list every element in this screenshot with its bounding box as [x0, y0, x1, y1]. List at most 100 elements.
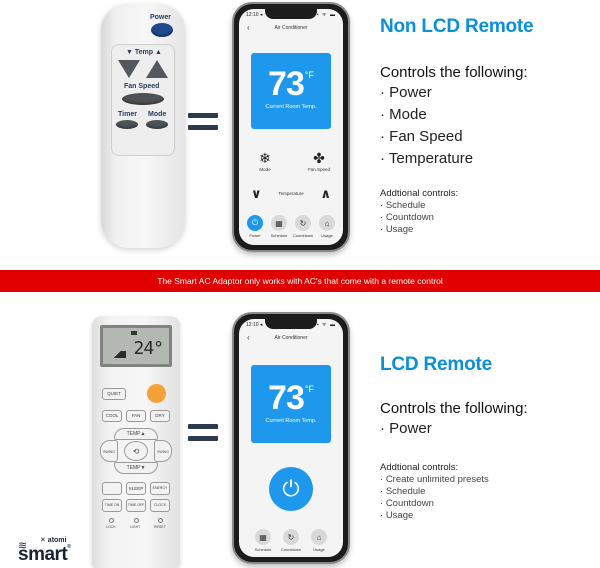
power-button[interactable]: ⏻ [269, 467, 313, 511]
remote-power-button [151, 23, 173, 37]
remote-temp-down-button [118, 60, 140, 78]
tab-countdown[interactable]: ↻ Countdown [280, 529, 302, 552]
home-icon: ⌂ [311, 529, 327, 545]
tab-label: Usage [313, 547, 325, 552]
remote-mode-button [146, 120, 168, 129]
tab-label: Schedule [270, 233, 288, 238]
remote-light-button [134, 518, 139, 523]
remote-timer-button [116, 120, 138, 129]
tab-label: Countdown [292, 233, 314, 238]
temperature-unit: °F [304, 70, 314, 80]
remote-energy-button: ENERGY [150, 482, 170, 495]
fan-icon: ✤ [313, 150, 325, 166]
non-lcd-additional-title: Addtional controls: [380, 188, 459, 199]
remote-dry-button: DRY [150, 410, 170, 422]
remote-power-button [147, 384, 166, 403]
snowflake-icon: ❄ [259, 150, 271, 166]
list-item: Usage [380, 510, 489, 522]
calendar-icon: ▦ [271, 215, 287, 231]
lcd-controls-title: Controls the following: [380, 400, 528, 417]
smart-wordmark: smart® [18, 544, 71, 566]
status-icons: ▪ ᯤ ▬ [316, 12, 336, 18]
lcd-fan-bars [108, 351, 126, 358]
phone-notch [265, 319, 317, 329]
lcd-temperature: 24° [133, 338, 163, 359]
remote-lock-label: LOCK [106, 525, 116, 529]
remote-reset-button [158, 518, 163, 523]
equals-sign-top [188, 113, 218, 137]
temperature-up-icon[interactable]: ∧ [320, 186, 331, 201]
tab-label: Usage [321, 233, 333, 238]
warning-banner: The Smart AC Adaptor only works with AC'… [0, 270, 600, 292]
bottom-tab-bar: ▦ Schedule ↻ Countdown ⌂ Usage [239, 529, 343, 552]
lcd-controls-list: Power [380, 418, 432, 440]
remote-fan-speed-button [122, 93, 164, 105]
equals-sign-bottom [188, 424, 218, 448]
temperature-value: 73 [268, 379, 305, 417]
remote-quiet-button: QUIET [102, 388, 126, 400]
lcd-additional-list: Create unlimited presets Schedule Countd… [380, 474, 489, 522]
list-item: Countdown [380, 212, 434, 224]
tab-countdown[interactable]: ↻ Countdown [292, 215, 314, 238]
remote-light-label: LIGHT [130, 525, 141, 529]
temperature-control-label: Temperature [278, 191, 304, 196]
remote-swing-left-button: SWING [100, 440, 118, 462]
non-lcd-remote-image: Power ▼ Temp ▲ Fan Speed Timer Mode [101, 4, 185, 248]
app-title: Air Conditioner [274, 335, 308, 341]
fan-speed-control[interactable]: ✤ Fan Speed [299, 151, 339, 172]
wifi-icon: ≋ [18, 540, 28, 552]
lcd-heading: LCD Remote [380, 354, 493, 375]
brand-text: smart [18, 544, 68, 565]
registered-mark: ® [67, 544, 71, 550]
remote-lock-button [109, 518, 114, 523]
remote-center-button: ⟲ [124, 441, 148, 461]
remote-blank-button [102, 482, 122, 495]
temperature-card: 73°F Current Room Temp. [251, 365, 331, 443]
fan-speed-label: Fan Speed [307, 167, 331, 172]
tab-label: Power [249, 233, 261, 238]
list-item: Mode [380, 104, 473, 126]
temperature-down-icon[interactable]: ∨ [251, 186, 262, 201]
non-lcd-controls-title: Controls the following: [380, 64, 528, 81]
home-icon: ⌂ [319, 215, 335, 231]
lcd-indicator [131, 331, 137, 335]
remote-button-panel: ▼ Temp ▲ Fan Speed Timer Mode [111, 44, 175, 156]
status-time: 12:10 ◂ [246, 12, 263, 18]
phone-non-lcd: 12:10 ◂ ▪ ᯤ ▬ ‹ Air Conditioner 73°F Cur… [232, 2, 350, 252]
status-icons: ▪ ᯤ ▬ [316, 322, 336, 328]
remote-timer-label: Timer [118, 111, 137, 118]
temperature-value: 73 [268, 65, 305, 103]
non-lcd-controls-list: Power Mode Fan Speed Temperature [380, 82, 473, 170]
list-item: Schedule [380, 200, 434, 212]
app-screen: 12:10 ◂ ▪ ᯤ ▬ ‹ Air Conditioner 73°F Cur… [239, 319, 343, 557]
tab-schedule[interactable]: ▦ Schedule [268, 215, 290, 238]
mode-control[interactable]: ❄ Mode [245, 151, 285, 172]
remote-temp-label: ▼ Temp ▲ [126, 49, 162, 56]
remote-reset-label: RESET [154, 525, 166, 529]
remote-fan-button: FAN [126, 410, 146, 422]
tab-usage[interactable]: ⌂ Usage [308, 529, 330, 552]
remote-sleep-button: SLEEP [126, 482, 146, 495]
tab-usage[interactable]: ⌂ Usage [316, 215, 338, 238]
list-item: Create unlimited presets [380, 474, 489, 486]
temperature-card: 73°F Current Room Temp. [251, 53, 331, 129]
remote-clock-button: CLOCK [150, 499, 170, 512]
list-item: Countdown [380, 498, 489, 510]
back-icon[interactable]: ‹ [247, 333, 250, 342]
phone-lcd: 12:10 ◂ ▪ ᯤ ▬ ‹ Air Conditioner 73°F Cur… [232, 312, 350, 564]
list-item: Power [380, 418, 432, 440]
remote-fan-speed-label: Fan Speed [124, 83, 160, 90]
tab-power[interactable]: ⏻ Power [244, 215, 266, 238]
list-item: Usage [380, 224, 434, 236]
remote-power-label: Power [149, 14, 171, 21]
list-item: Fan Speed [380, 126, 473, 148]
back-icon[interactable]: ‹ [247, 23, 250, 32]
list-item: Schedule [380, 486, 489, 498]
timer-icon: ↻ [295, 215, 311, 231]
lcd-additional-title: Addtional controls: [380, 462, 459, 473]
mode-label: Mode [259, 167, 271, 172]
status-time: 12:10 ◂ [246, 322, 263, 328]
remote-time-off-button: TIME OFF [126, 499, 146, 512]
temperature-caption: Current Room Temp. [265, 418, 317, 424]
tab-schedule[interactable]: ▦ Schedule [252, 529, 274, 552]
